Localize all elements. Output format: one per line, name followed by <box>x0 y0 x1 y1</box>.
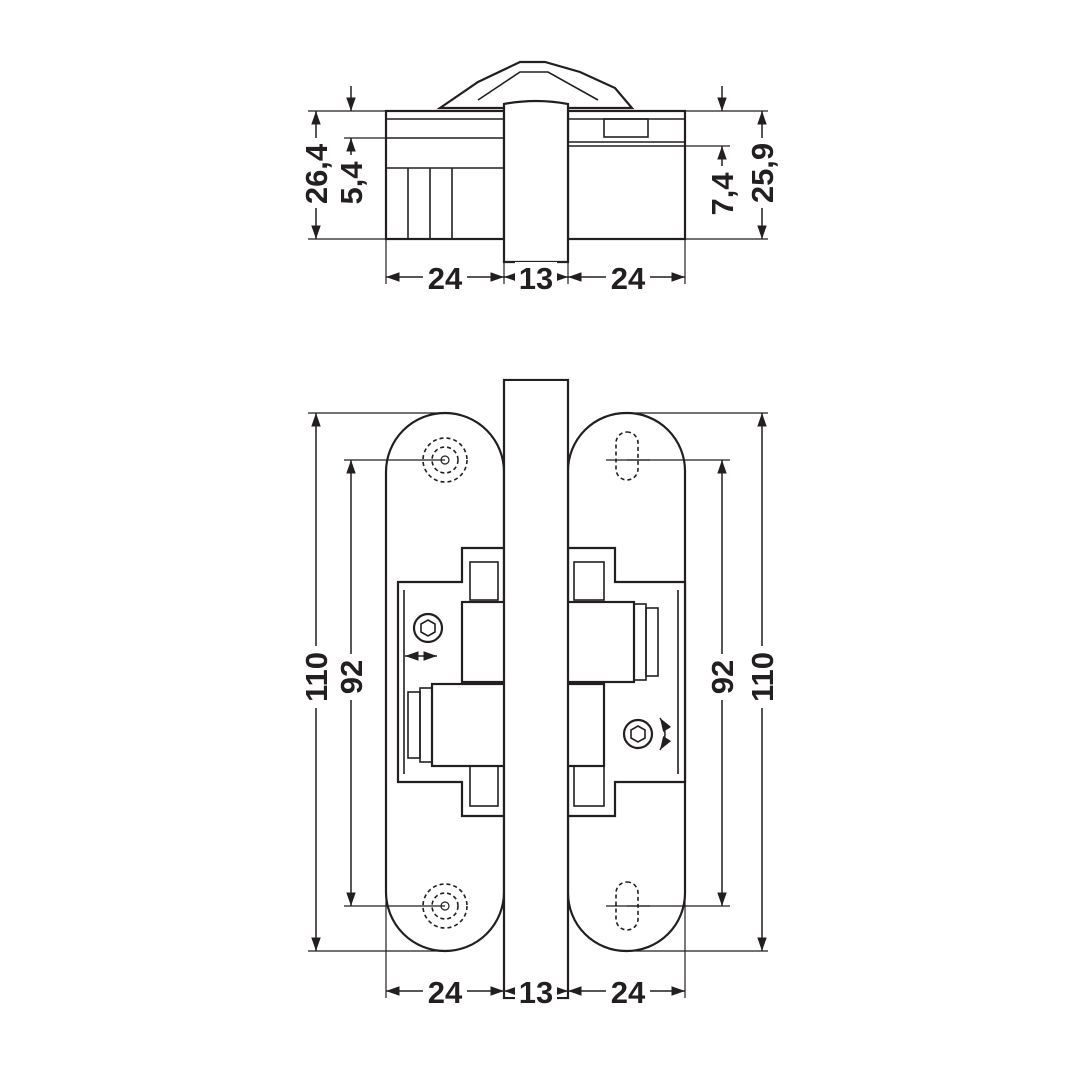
front-dim-hole-spacing-left: 92 <box>334 660 369 694</box>
front-dim-width-left: 24 <box>428 975 463 1010</box>
top-view: 24 13 24 26,4 5,4 7,4 25,9 <box>299 60 780 296</box>
top-dim-total-height-left: 26,4 <box>299 143 334 204</box>
top-view-left-body <box>384 109 506 241</box>
top-dim-inner-left: 5,4 <box>334 161 369 205</box>
top-dim-width-left: 24 <box>428 261 463 296</box>
top-dim-total-height-right: 25,9 <box>745 143 780 203</box>
top-dim-inner-right: 7,4 <box>705 172 740 216</box>
front-dim-width-right: 24 <box>611 975 646 1010</box>
height-adjustment-screw-icon <box>622 717 672 751</box>
front-dim-hole-spacing-right: 92 <box>705 660 740 694</box>
front-view: 24 13 24 110 92 92 110 <box>299 378 780 1010</box>
top-view-center-link <box>502 99 570 264</box>
top-view-right-body <box>566 109 687 241</box>
front-dim-overall-left: 110 <box>299 652 334 702</box>
front-dim-gap: 13 <box>519 975 553 1010</box>
top-view-pivot-arm <box>436 60 635 110</box>
adjustment-screw-icon <box>405 612 444 661</box>
front-dim-overall-right: 110 <box>745 652 780 702</box>
top-dim-gap: 13 <box>519 261 553 296</box>
top-dim-width-right: 24 <box>611 261 646 296</box>
